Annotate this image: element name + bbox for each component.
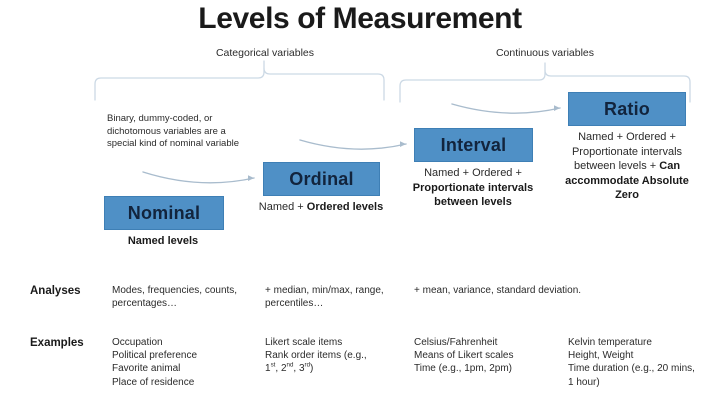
analyses-cell-ordinal: + median, min/max, range, percentiles… [265,285,384,310]
nominal-annotation-note: Binary, dummy-coded, or dichotomous vari… [107,113,240,150]
ordinal-3-suffix: rd [304,362,311,370]
level-box-ordinal[interactable]: Ordinal [263,162,380,196]
examples-ordinal-line3: 1st, 2nd, 3rd) [265,362,410,375]
examples-interval-text: Celsius/Fahrenheit Means of Likert scale… [414,337,514,375]
ordinal-sep-1: , 2 [275,363,287,375]
level-caption-interval-plain: Named + Ordered + [424,167,522,179]
connector-interval-to-ratio-arrowhead [554,105,560,111]
examples-cell-ratio: Kelvin temperature Height, Weight Time d… [568,336,698,389]
examples-cell-ordinal: Likert scale items Rank order items (e.g… [265,336,410,376]
level-caption-ordinal: Named + Ordered levels [258,200,384,215]
examples-ratio-text: Kelvin temperature Height, Weight Time d… [568,337,695,388]
examples-ordinal-line1: Likert scale items [265,337,343,348]
connector-interval-to-ratio [451,103,561,114]
level-caption-ratio: Named + Ordered + Proportionate interval… [560,130,694,203]
level-caption-interval: Named + Ordered + Proportionate interval… [404,166,542,210]
level-box-nominal[interactable]: Nominal [104,196,224,230]
ordinal-1: 1 [265,363,271,375]
level-caption-interval-bold: Proportionate intervals between levels [412,181,534,209]
examples-ordinal-line2: Rank order items (e.g., [265,350,367,362]
level-caption-ratio-plain: Named + Ordered + Proportionate interval… [571,131,683,172]
level-box-ratio[interactable]: Ratio [568,92,686,126]
group-label-continuous: Continuous variables [495,47,595,59]
group-label-categorical: Categorical variables [215,47,315,59]
row-label-examples: Examples [30,337,84,349]
examples-cell-nominal: Occupation Political preference Favorite… [112,336,262,389]
connector-nominal-to-ordinal [142,171,255,184]
ordinal-2-suffix: nd [286,362,294,370]
examples-cell-interval: Celsius/Fahrenheit Means of Likert scale… [414,336,564,376]
level-caption-nominal: Named levels [104,234,222,249]
analyses-cell-interval: + mean, variance, standard deviation. [414,285,582,296]
ordinal-1-suffix: st [270,362,276,370]
bracket-categorical [94,67,385,101]
connector-ordinal-to-interval [299,139,407,150]
level-caption-ordinal-plain: Named + [258,201,304,213]
level-box-interval[interactable]: Interval [414,128,533,162]
row-label-analyses: Analyses [30,285,81,297]
connector-nominal-to-ordinal-arrowhead [248,175,254,181]
level-caption-ordinal-bold: Ordered levels [306,201,384,213]
analyses-cell-nominal: Modes, frequencies, counts, percentages… [112,285,238,310]
examples-nominal-text: Occupation Political preference Favorite… [112,337,198,388]
page-title: Levels of Measurement [198,2,522,35]
ordinal-close-paren: ) [310,363,314,375]
connector-ordinal-to-interval-arrowhead [400,141,406,147]
level-caption-ratio-bold: Can accommodate Absolute Zero [565,160,689,201]
ordinal-sep-2: , 3 [293,363,305,375]
level-caption-nominal-bold: Named levels [127,235,199,247]
